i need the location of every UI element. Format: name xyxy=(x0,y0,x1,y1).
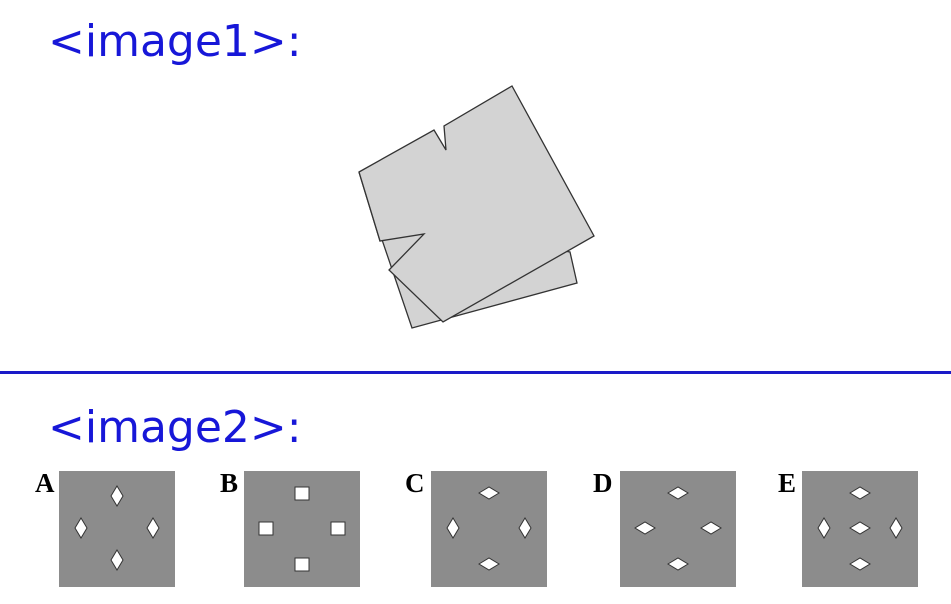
option-a-tile xyxy=(59,471,175,587)
diamond-mark xyxy=(110,485,124,507)
diamond-mark xyxy=(446,517,460,539)
diamond-mark xyxy=(146,517,160,539)
option-e-tile xyxy=(802,471,918,587)
square-mark xyxy=(330,521,346,536)
section-divider xyxy=(0,371,951,374)
front-sheet xyxy=(358,85,595,323)
option-b-tile xyxy=(244,471,360,587)
square-mark xyxy=(258,521,274,536)
diamond-mark xyxy=(634,521,656,535)
diamond-mark xyxy=(849,521,871,535)
image2-label: <image2>: xyxy=(48,402,302,453)
diamond-mark xyxy=(110,549,124,571)
diamond-mark xyxy=(849,486,871,500)
diamond-mark xyxy=(518,517,532,539)
diamond-mark xyxy=(478,557,500,571)
square-mark xyxy=(294,486,310,501)
option-a-letter: A xyxy=(35,468,55,498)
diamond-mark xyxy=(889,517,903,539)
diamond-mark xyxy=(74,517,88,539)
folded-paper-figure xyxy=(358,85,595,329)
option-b-letter: B xyxy=(220,468,239,498)
option-c-letter: C xyxy=(405,468,425,498)
option-d-letter: D xyxy=(593,468,613,498)
image1-label: <image1>: xyxy=(48,16,302,67)
diamond-mark xyxy=(849,557,871,571)
square-mark xyxy=(294,557,310,572)
diamond-mark xyxy=(700,521,722,535)
diamond-mark xyxy=(478,486,500,500)
diamond-mark xyxy=(817,517,831,539)
option-d-tile xyxy=(620,471,736,587)
option-e-letter: E xyxy=(778,468,797,498)
diamond-mark xyxy=(667,486,689,500)
diamond-mark xyxy=(667,557,689,571)
option-c-tile xyxy=(431,471,547,587)
